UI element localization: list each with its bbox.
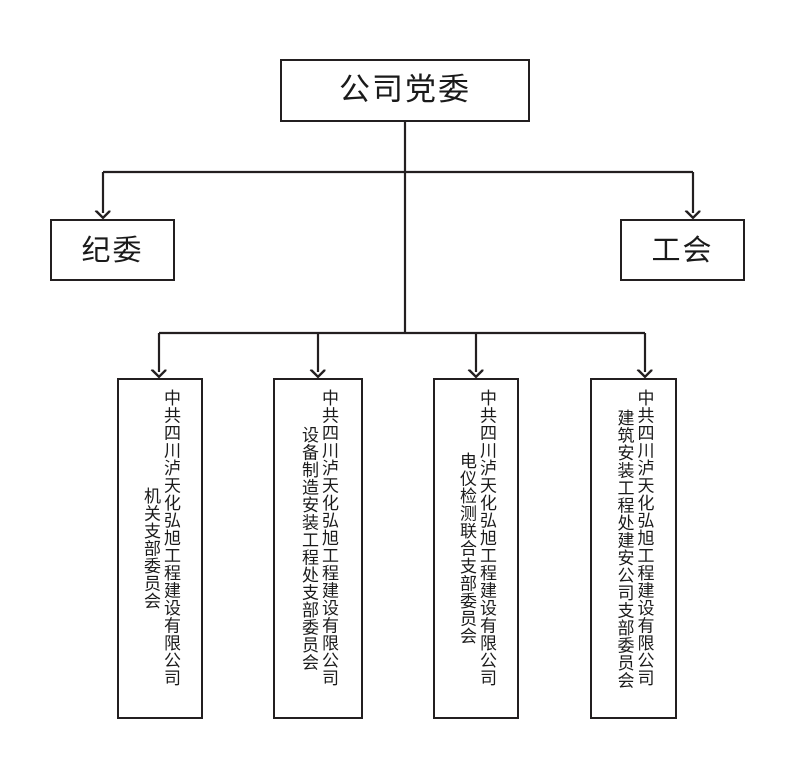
node-equipment-manufacturing-installation-branch[interactable]: 中共四川泸天化弘旭工程建设有限公司 设备制造安装工程处支部委员会 (273, 378, 363, 719)
branch-company-line: 中共四川泸天化弘旭工程建设有限公司 (633, 389, 654, 687)
vertical-text-block: 中共四川泸天化弘旭工程建设有限公司 设备制造安装工程处支部委员会 (298, 389, 339, 708)
branch-company-line: 中共四川泸天化弘旭工程建设有限公司 (160, 389, 181, 687)
branch-company-line: 中共四川泸天化弘旭工程建设有限公司 (476, 389, 497, 687)
node-organ-branch[interactable]: 中共四川泸天化弘旭工程建设有限公司 机关支部委员会 (117, 378, 203, 719)
vertical-text-block: 中共四川泸天化弘旭工程建设有限公司 建筑安装工程处建安公司支部委员会 (613, 389, 654, 708)
node-discipline-committee[interactable]: 纪委 (50, 219, 175, 281)
node-construction-installation-branch[interactable]: 中共四川泸天化弘旭工程建设有限公司 建筑安装工程处建安公司支部委员会 (590, 378, 677, 719)
node-company-party-committee[interactable]: 公司党委 (280, 59, 530, 122)
branch-company-line: 中共四川泸天化弘旭工程建设有限公司 (318, 389, 339, 687)
branch-name-line: 电仪检测联合支部委员会 (456, 452, 476, 645)
branch-name-line: 机关支部委员会 (140, 487, 160, 610)
node-label: 公司党委 (339, 72, 471, 108)
node-labor-union[interactable]: 工会 (620, 219, 745, 281)
node-label: 工会 (651, 232, 714, 267)
vertical-text-block: 中共四川泸天化弘旭工程建设有限公司 电仪检测联合支部委员会 (456, 389, 497, 708)
branch-name-line: 设备制造安装工程处支部委员会 (298, 426, 318, 671)
node-label: 纪委 (81, 232, 144, 267)
vertical-text-block: 中共四川泸天化弘旭工程建设有限公司 机关支部委员会 (140, 389, 181, 708)
node-instrument-testing-joint-branch[interactable]: 中共四川泸天化弘旭工程建设有限公司 电仪检测联合支部委员会 (433, 378, 519, 719)
branch-name-line: 建筑安装工程处建安公司支部委员会 (613, 408, 634, 689)
